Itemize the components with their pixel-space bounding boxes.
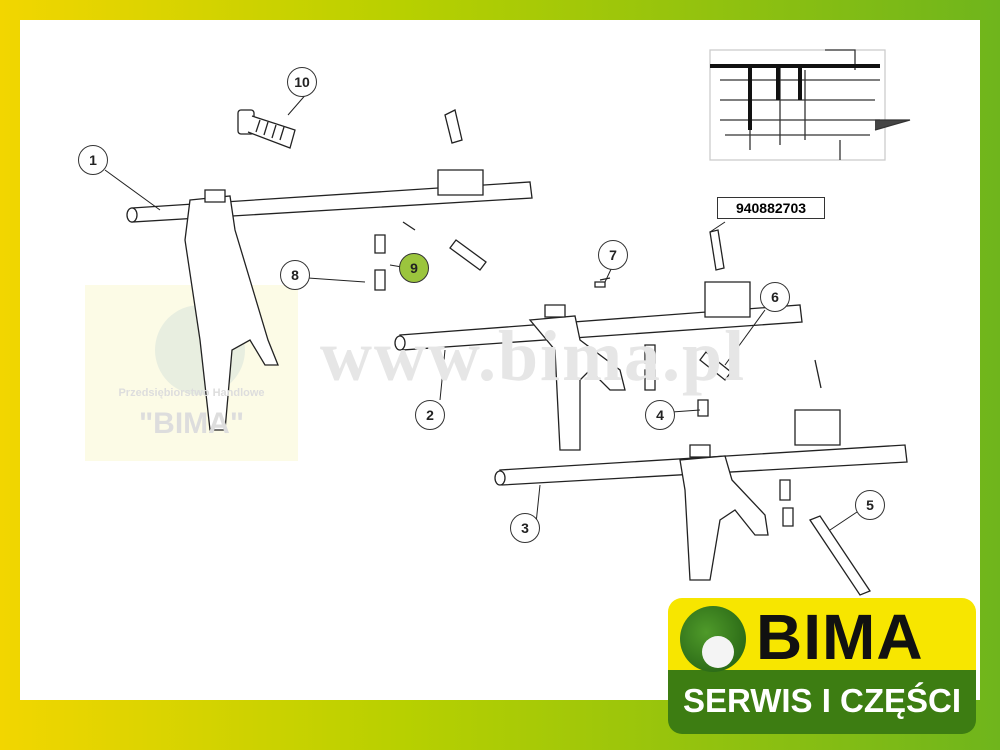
gearbox-inset	[709, 49, 911, 161]
rod-1	[126, 109, 533, 431]
part-number-label: 940882703	[717, 197, 825, 219]
callout-6: 6	[760, 282, 790, 312]
callout-5: 5	[855, 490, 885, 520]
bima-logo: BIMA SERWIS I CZĘŚCI	[668, 598, 976, 738]
watermark-name: "BIMA"	[138, 407, 245, 440]
callout-1: 1	[78, 145, 108, 175]
rod-2	[394, 229, 822, 451]
watermark-company: Przedsiębiorstwo Handlowe	[118, 387, 265, 399]
callout-4: 4	[645, 400, 675, 430]
callout-2: 2	[415, 400, 445, 430]
callout-7: 7	[598, 240, 628, 270]
logo-tagline: SERWIS I CZĘŚCI	[682, 682, 962, 719]
logo-brand: BIMA	[756, 601, 924, 673]
bolt-10	[237, 109, 296, 149]
parts-diagram: Przedsiębiorstwo Handlowe "BIMA" www.bim…	[20, 20, 980, 700]
diagram-drawing	[104, 49, 911, 596]
rod-3	[494, 409, 908, 596]
callout-8: 8	[280, 260, 310, 290]
callout-10: 10	[287, 67, 317, 97]
callout-9: 9	[399, 253, 429, 283]
callout-3: 3	[510, 513, 540, 543]
watermark-url: www.bima.pl	[320, 316, 747, 396]
